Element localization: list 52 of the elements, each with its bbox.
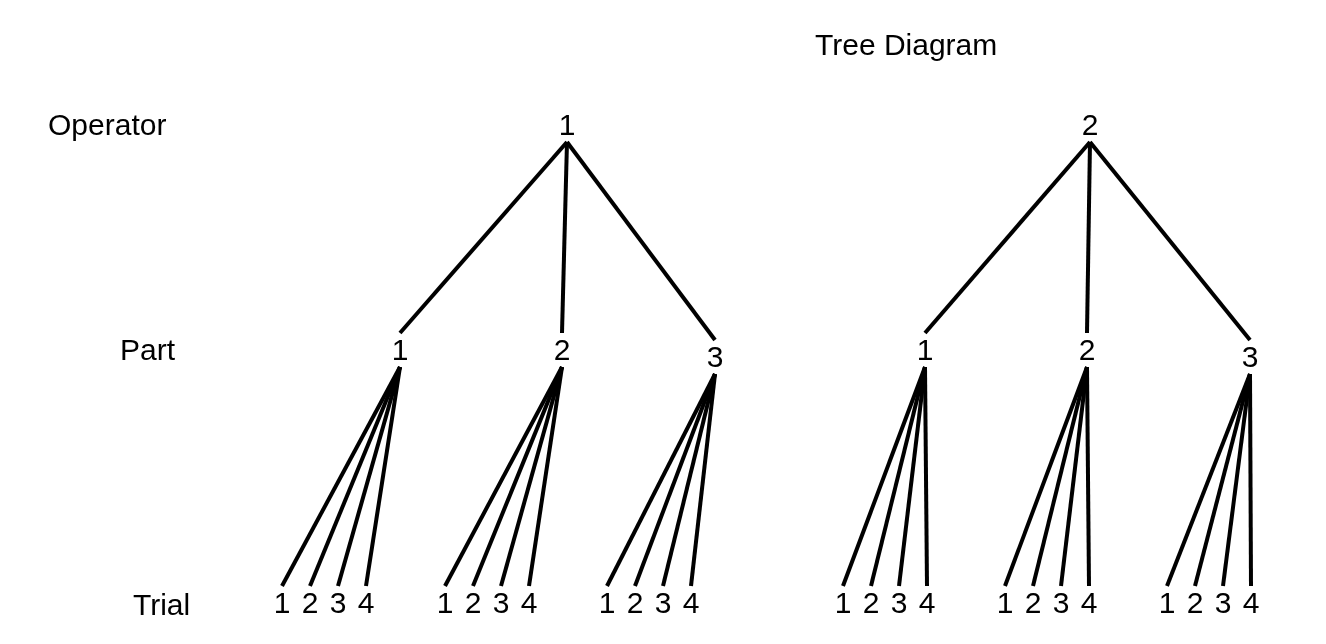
tree-node-number: 1 bbox=[913, 333, 937, 367]
tree-node-number: 3 bbox=[651, 586, 675, 620]
tree-node-number: 2 bbox=[1078, 108, 1102, 142]
tree-node-number: 2 bbox=[623, 586, 647, 620]
tree-node-number: 3 bbox=[887, 586, 911, 620]
tree-node-number: 3 bbox=[1211, 586, 1235, 620]
tree-node-number: 1 bbox=[555, 108, 579, 142]
tree-node-number: 1 bbox=[270, 586, 294, 620]
tree-node-number: 2 bbox=[1021, 586, 1045, 620]
tree-node-number: 2 bbox=[461, 586, 485, 620]
tree-node-number: 1 bbox=[595, 586, 619, 620]
level-label: Operator bbox=[48, 108, 167, 142]
tree-node-number: 1 bbox=[433, 586, 457, 620]
tree-node-number: 4 bbox=[679, 586, 703, 620]
tree-node-number: 2 bbox=[1183, 586, 1207, 620]
tree-node-number: 1 bbox=[388, 333, 412, 367]
tree-branch-line bbox=[1248, 374, 1253, 586]
tree-branch-line bbox=[1165, 373, 1252, 587]
tree-branch-line bbox=[1088, 140, 1252, 342]
tree-branch-line bbox=[923, 140, 1092, 335]
level-label: Trial bbox=[133, 588, 191, 622]
tree-branch-line bbox=[308, 366, 402, 587]
tree-branch-line bbox=[1003, 366, 1089, 587]
diagram-title: Tree Diagram bbox=[815, 28, 998, 62]
tree-node-number: 3 bbox=[489, 586, 513, 620]
tree-node-number: 4 bbox=[354, 586, 378, 620]
tree-node-number: 4 bbox=[1077, 586, 1101, 620]
tree-branch-line bbox=[565, 140, 717, 342]
tree-branch-line bbox=[398, 140, 569, 335]
level-label: Part bbox=[120, 333, 176, 367]
tree-node-number: 3 bbox=[703, 340, 727, 374]
tree-node-number: 4 bbox=[517, 586, 541, 620]
tree-branch-line bbox=[471, 366, 564, 587]
tree-node-number: 3 bbox=[326, 586, 350, 620]
tree-node-number: 4 bbox=[915, 586, 939, 620]
tree-node-number: 1 bbox=[831, 586, 855, 620]
tree-branch-line bbox=[841, 366, 927, 587]
tree-node-number: 3 bbox=[1238, 340, 1262, 374]
tree-node-number: 3 bbox=[1049, 586, 1073, 620]
tree-node-number: 1 bbox=[1155, 586, 1179, 620]
tree-node-number: 4 bbox=[1239, 586, 1263, 620]
tree-branch-line bbox=[689, 373, 717, 587]
tree-node-number: 2 bbox=[859, 586, 883, 620]
tree-branch-line bbox=[923, 366, 929, 587]
tree-branch-line bbox=[633, 373, 717, 587]
tree-node-number: 2 bbox=[1075, 333, 1099, 367]
tree-branch-line bbox=[1085, 366, 1091, 587]
tree-node-number: 1 bbox=[993, 586, 1017, 620]
tree-node-number: 2 bbox=[298, 586, 322, 620]
tree-node-number: 2 bbox=[550, 333, 574, 367]
tree-branch-line bbox=[364, 366, 402, 587]
tree-branch-line bbox=[527, 366, 564, 587]
